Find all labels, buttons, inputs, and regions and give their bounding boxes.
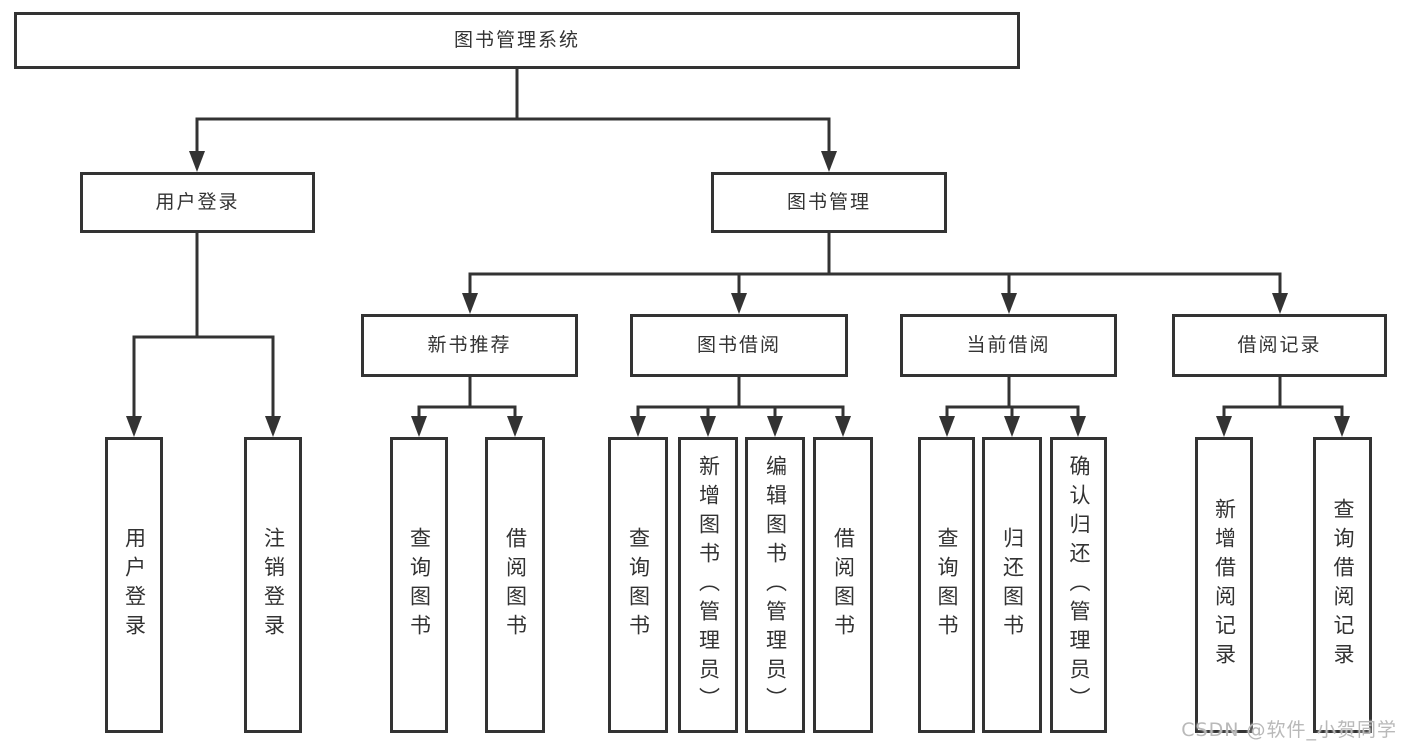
arrow-down-icon (189, 151, 205, 172)
watermark: CSDN @软件_小贺同学 (1181, 719, 1397, 741)
arrow-down-icon (265, 416, 281, 437)
leaf-confirm-return-admin: 确认归还（管理员） (1050, 437, 1107, 733)
leaf-query-books-current: 查询图书 (918, 437, 975, 733)
arrow-down-icon (1272, 293, 1288, 314)
node-borrowing-records: 借阅记录 (1172, 314, 1387, 377)
arrow-down-icon (1070, 416, 1086, 437)
arrow-down-icon (1004, 416, 1020, 437)
leaf-borrow-books: 借阅图书 (813, 437, 873, 733)
leaf-return-books: 归还图书 (982, 437, 1042, 733)
leaf-logout: 注销登录 (244, 437, 302, 733)
leaf-borrow-books-recommend: 借阅图书 (485, 437, 545, 733)
arrow-down-icon (731, 293, 747, 314)
node-book-management-branch: 图书管理 (711, 172, 947, 233)
arrow-down-icon (1001, 293, 1017, 314)
arrow-down-icon (630, 416, 646, 437)
leaf-user-login: 用户登录 (105, 437, 163, 733)
node-user-login-branch: 用户登录 (80, 172, 315, 233)
arrow-down-icon (1334, 416, 1350, 437)
arrow-down-icon (1216, 416, 1232, 437)
arrow-down-icon (821, 151, 837, 172)
node-root-library-management-system: 图书管理系统 (14, 12, 1020, 69)
arrow-down-icon (835, 416, 851, 437)
node-new-book-recommendation: 新书推荐 (361, 314, 578, 377)
arrow-down-icon (411, 416, 427, 437)
arrow-down-icon (767, 416, 783, 437)
leaf-query-borrowing-record: 查询借阅记录 (1313, 437, 1372, 733)
node-current-borrowing: 当前借阅 (900, 314, 1117, 377)
node-book-borrowing: 图书借阅 (630, 314, 848, 377)
leaf-add-books-admin: 新增图书（管理员） (678, 437, 738, 733)
leaf-query-books-borrowing: 查询图书 (608, 437, 668, 733)
leaf-edit-books-admin: 编辑图书（管理员） (745, 437, 805, 733)
arrow-down-icon (939, 416, 955, 437)
leaf-add-borrowing-record: 新增借阅记录 (1195, 437, 1253, 733)
arrow-down-icon (462, 293, 478, 314)
leaf-query-books-recommend: 查询图书 (390, 437, 448, 733)
arrow-down-icon (700, 416, 716, 437)
arrow-down-icon (126, 416, 142, 437)
arrow-down-icon (507, 416, 523, 437)
